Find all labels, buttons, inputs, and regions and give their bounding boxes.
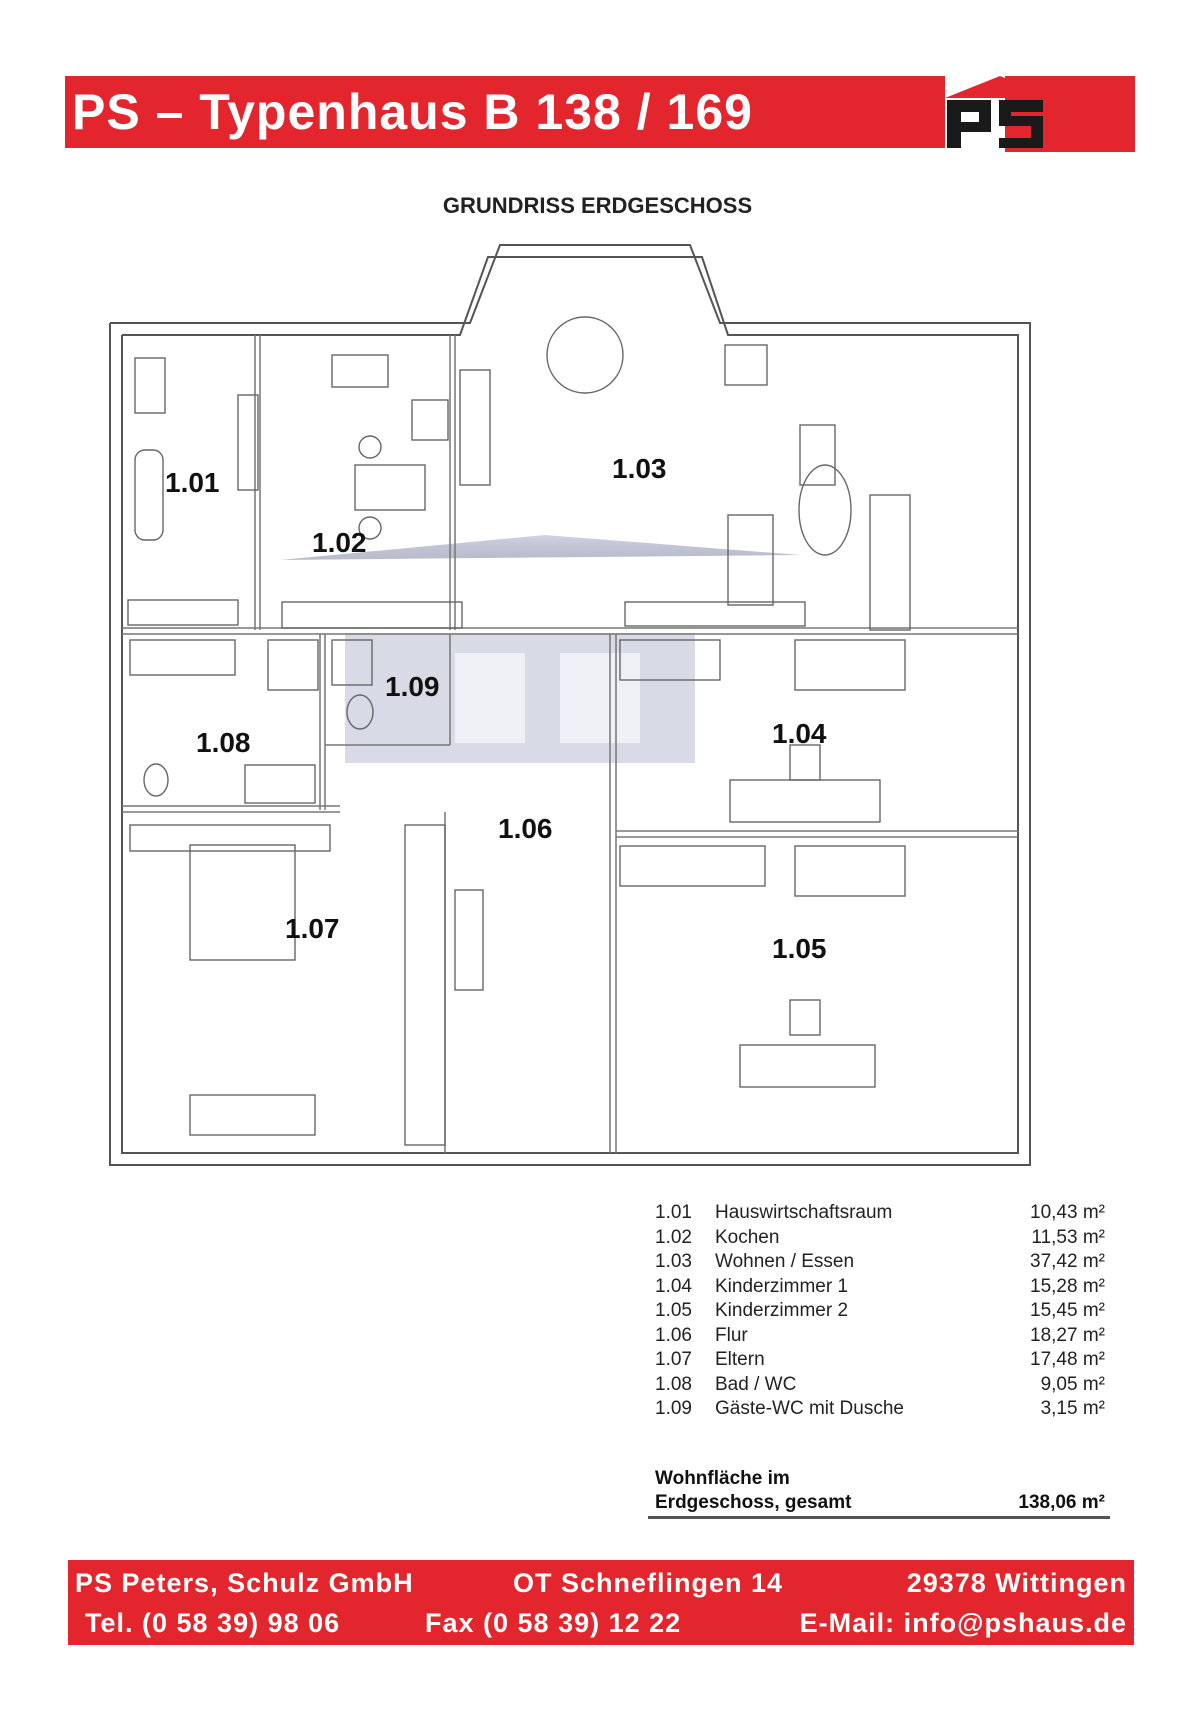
total-underline [648, 1516, 1110, 1519]
area-row: 1.04 Kinderzimmer 1 15,28 m² [655, 1276, 1105, 1301]
room-label-1-08: 1.08 [196, 727, 251, 758]
area-code: 1.02 [655, 1226, 692, 1248]
room-label-1-02: 1.02 [312, 527, 367, 558]
area-name: Wohnen / Essen [715, 1251, 855, 1272]
footer-email[interactable]: E-Mail: info@pshaus.de [799, 1608, 1127, 1638]
floor-plan: 1.01 1.02 1.03 1.04 1.05 1.06 1.07 1.08 … [100, 240, 1040, 1185]
area-row: 1.01 Hauswirtschaftsraum 10,43 m² [655, 1202, 1105, 1227]
room-label-1-01: 1.01 [165, 467, 220, 498]
header-banner [65, 76, 945, 148]
footer-fax: Fax (0 58 39) 12 22 [425, 1608, 682, 1638]
area-value: 17,48 m² [1030, 1349, 1105, 1370]
area-value: 15,28 m² [1030, 1275, 1105, 1297]
area-code: 1.08 [655, 1373, 692, 1395]
area-row: 1.07 Eltern 17,48 m² [655, 1349, 1105, 1374]
area-row: 1.08 Bad / WC 9,05 m² [655, 1374, 1105, 1399]
total-label-line1: Wohnfläche im [655, 1468, 790, 1489]
room-label-1-03: 1.03 [612, 453, 667, 484]
room-label-1-05: 1.05 [772, 933, 827, 964]
area-row: 1.09 Gäste-WC mit Dusche 3,15 m² [655, 1398, 1105, 1423]
ps-house-logo [945, 76, 1135, 152]
area-code: 1.07 [655, 1349, 692, 1370]
area-value: 11,53 m² [1031, 1226, 1105, 1248]
area-name: Hauswirtschaftsraum [715, 1202, 893, 1223]
area-name: Flur [715, 1324, 748, 1346]
watermark-logo [280, 535, 800, 763]
area-row: 1.03 Wohnen / Essen 37,42 m² [655, 1251, 1105, 1276]
plan-subtitle: GRUNDRISS ERDGESCHOSS [442, 193, 753, 218]
footer-company: PS Peters, Schulz GmbH [75, 1568, 414, 1598]
area-name: Kinderzimmer 1 [715, 1275, 849, 1297]
total-value: 138,06 m² [1018, 1492, 1105, 1513]
footer-city: 29378 Wittingen [906, 1568, 1127, 1598]
room-label-1-06: 1.06 [498, 813, 553, 844]
area-name: Bad / WC [715, 1373, 797, 1395]
area-code: 1.04 [655, 1275, 692, 1297]
area-value: 10,43 m² [1030, 1202, 1105, 1223]
total-label-line2: Erdgeschoss, gesamt [655, 1492, 852, 1513]
room-label-1-09: 1.09 [385, 671, 440, 702]
area-row: 1.06 Flur 18,27 m² [655, 1325, 1105, 1350]
area-name: Kinderzimmer 2 [715, 1300, 849, 1321]
area-code: 1.06 [655, 1324, 692, 1346]
footer-street: OT Schneflingen 14 [513, 1568, 784, 1598]
footer-banner [68, 1560, 1134, 1645]
area-name: Gäste-WC mit Dusche [715, 1398, 904, 1419]
area-code: 1.09 [655, 1398, 692, 1419]
area-name: Eltern [715, 1349, 765, 1370]
footer-contact-line: Tel. (0 58 39) 98 06 Fax (0 58 39) 12 22… [75, 1608, 1127, 1642]
room-label-1-07: 1.07 [285, 913, 340, 944]
area-code: 1.03 [655, 1251, 692, 1272]
area-value: 3,15 m² [1040, 1398, 1105, 1419]
area-value: 9,05 m² [1040, 1373, 1105, 1395]
area-name: Kochen [715, 1226, 780, 1248]
area-value: 18,27 m² [1030, 1324, 1105, 1346]
area-value: 37,42 m² [1030, 1251, 1105, 1272]
area-table: 1.01 Hauswirtschaftsraum 10,43 m² 1.02 K… [655, 1202, 1105, 1423]
area-row: 1.05 Kinderzimmer 2 15,45 m² [655, 1300, 1105, 1325]
area-value: 15,45 m² [1030, 1300, 1105, 1321]
area-code: 1.05 [655, 1300, 692, 1321]
area-code: 1.01 [655, 1202, 692, 1223]
footer-address-line: PS Peters, Schulz GmbH OT Schneflingen 1… [75, 1568, 1127, 1602]
page-title: PS – Typenhaus B 138 / 169 [72, 84, 753, 140]
room-label-1-04: 1.04 [772, 718, 827, 749]
area-row: 1.02 Kochen 11,53 m² [655, 1227, 1105, 1252]
footer-phone: Tel. (0 58 39) 98 06 [85, 1608, 341, 1638]
